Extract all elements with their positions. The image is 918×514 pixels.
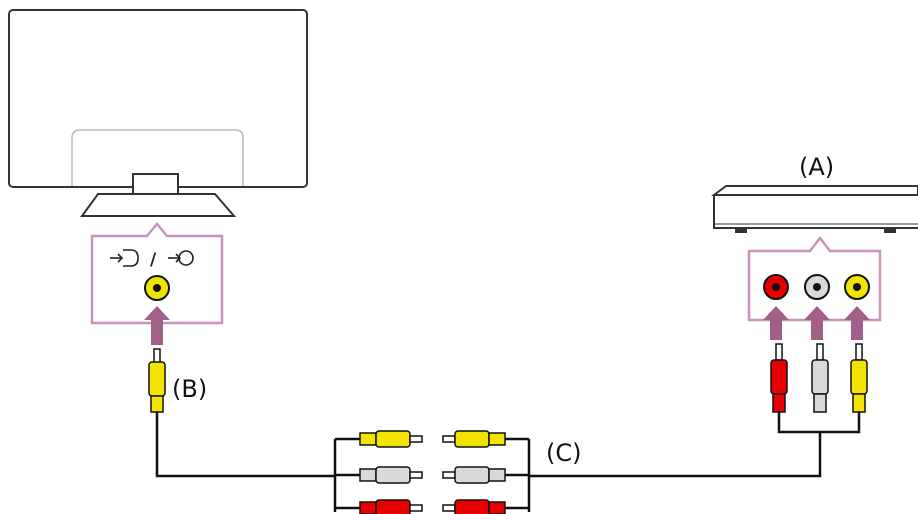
- adapter-right-plug-red: [442, 499, 506, 514]
- tv: [8, 9, 308, 217]
- device-arrow-white: [804, 306, 830, 340]
- label-adapter-cable: (C): [546, 439, 581, 467]
- input-icon-separator: /: [150, 250, 157, 270]
- adapter-right-plug-yellow: [442, 430, 506, 448]
- device-foot-left: [735, 228, 747, 233]
- label-source-device: (A): [799, 153, 834, 181]
- tv-screen: [8, 9, 308, 188]
- device-port-panel: [747, 235, 882, 340]
- tv-stand-neck: [132, 173, 179, 195]
- device-arrow-yellow: [844, 306, 870, 340]
- device-plug-white: [811, 343, 829, 413]
- source-device: [711, 185, 918, 233]
- component-input-icon: [168, 250, 194, 266]
- audio-right-jack-white: [804, 274, 830, 300]
- adapter-right-plug-white: [442, 466, 506, 484]
- device-plug-red: [770, 343, 788, 413]
- tv-port-callout: [90, 222, 224, 325]
- device-body: [713, 194, 918, 229]
- device-top: [711, 185, 918, 196]
- label-tv-cable: (B): [172, 375, 207, 403]
- cable-wires: [155, 412, 861, 512]
- video-jack-yellow: [844, 274, 870, 300]
- tv-cable-plug-yellow: [148, 348, 166, 413]
- video-input-icon: [110, 249, 139, 267]
- tv-port-panel: /: [90, 222, 224, 345]
- audio-left-jack-red: [763, 274, 789, 300]
- adapter-left-plug-white: [359, 466, 423, 484]
- tv-arrow-up: [144, 306, 170, 345]
- tv-video-jack: [144, 275, 170, 301]
- device-plug-yellow: [850, 343, 868, 413]
- device-foot-right: [884, 228, 896, 233]
- tv-stand-base: [80, 193, 237, 217]
- tv-stand-back: [71, 129, 244, 186]
- device-arrow-red: [763, 306, 789, 340]
- adapter-left-plug-red: [359, 499, 423, 514]
- adapter-left-plug-yellow: [359, 430, 423, 448]
